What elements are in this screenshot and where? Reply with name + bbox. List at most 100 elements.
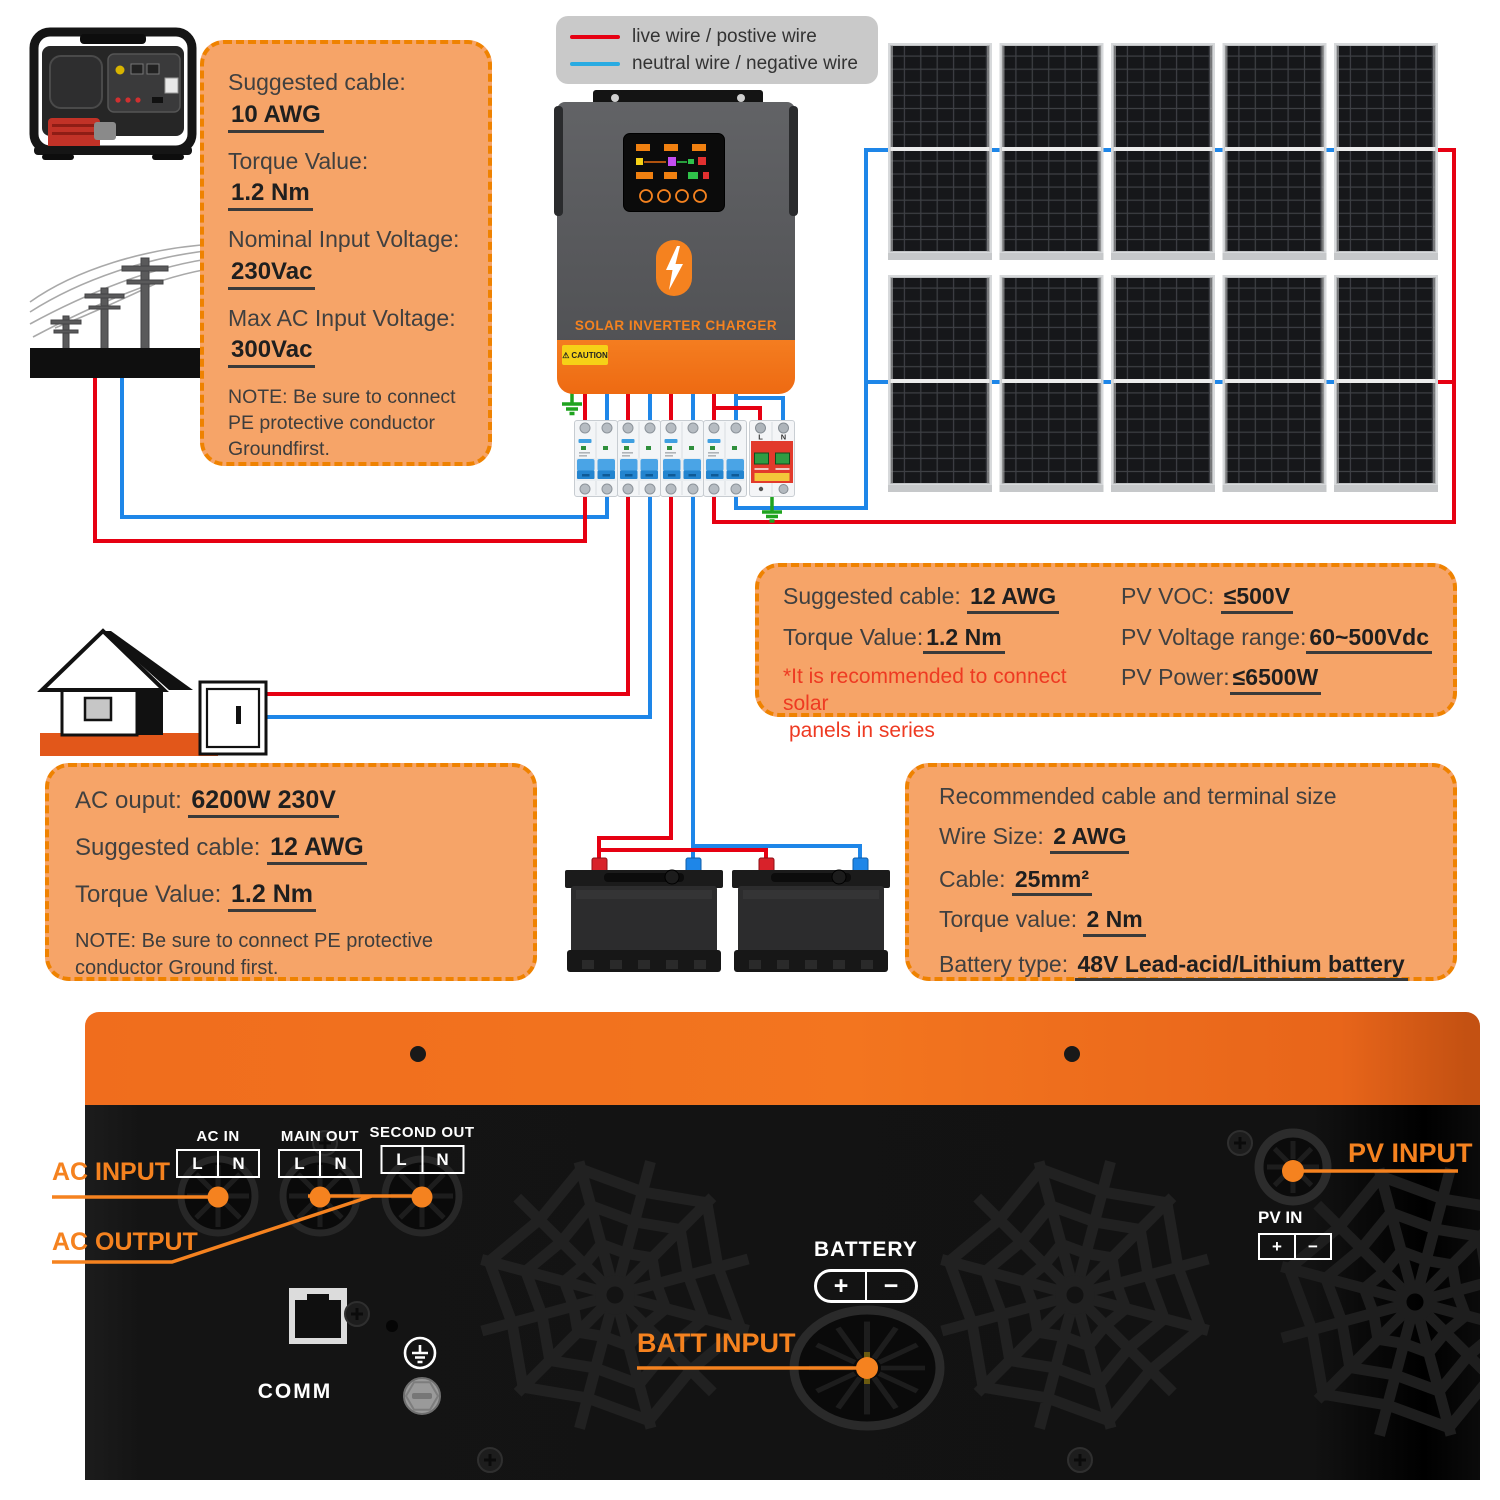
- screw: [343, 1300, 371, 1328]
- ac-input-callout: AC INPUT: [52, 1158, 171, 1186]
- spec-value: 230Vac: [228, 258, 316, 290]
- rj45-port: [289, 1288, 347, 1344]
- pv-in-label: PV IN: [1258, 1208, 1303, 1227]
- pv-polarity: +−: [1258, 1233, 1332, 1260]
- inverter-title: SOLAR INVERTER CHARGER: [574, 318, 778, 333]
- spec-title: Recommended cable and terminal size: [939, 783, 1337, 809]
- spec-label: AC ouput:: [75, 787, 182, 814]
- battery-bank: [565, 857, 890, 972]
- screw: [410, 1046, 426, 1062]
- utility-poles: [29, 243, 216, 378]
- spd-n-mark: N: [781, 433, 786, 442]
- screw: [476, 1446, 504, 1474]
- ac-output-callout: AC OUTPUT: [52, 1228, 198, 1256]
- mounting-bracket: [593, 90, 763, 105]
- battery-terminal-block: BATTERY +−: [814, 1238, 918, 1303]
- solar-inverter-front: SOLAR INVERTER CHARGER ⚠ CAUTION: [554, 88, 798, 394]
- spec-label: Suggested cable:: [228, 69, 406, 95]
- spec-value: ≤500V: [1220, 583, 1294, 614]
- inverter-screen: [623, 133, 725, 212]
- neutral-negative-wires: [120, 148, 1339, 860]
- spec-value: 2 Nm: [1083, 906, 1146, 937]
- spd-l-mark: L: [758, 433, 763, 442]
- spec-value: ≤6500W: [1229, 664, 1322, 695]
- house: [37, 628, 218, 756]
- screw: [1066, 1446, 1094, 1474]
- batt-input-callout: BATT INPUT: [637, 1328, 796, 1358]
- pv-spec-box: Suggested cable: 12 AWG Torque Value:1.2…: [755, 563, 1457, 742]
- spec-label: Wire Size:: [939, 823, 1044, 849]
- ac-output-spec-box: AC ouput: 6200W 230V Suggested cable: 12…: [45, 763, 537, 981]
- fan-grille-right: [940, 1160, 1210, 1430]
- spec-value: 12 AWG: [967, 583, 1060, 614]
- generator: [29, 27, 197, 160]
- ground-screw: [403, 1377, 441, 1415]
- wall-socket: [198, 680, 268, 756]
- right-fin: [789, 106, 798, 216]
- inverter-orange-band: ⚠ CAUTION: [557, 340, 795, 394]
- screw: [1064, 1046, 1080, 1062]
- spec-label: Torque Value:: [783, 623, 924, 650]
- battery-grommet: [789, 1305, 945, 1431]
- spec-value: 6200W 230V: [188, 785, 339, 818]
- spec-label: Nominal Input Voltage:: [228, 226, 460, 253]
- breaker-pv: [703, 420, 747, 497]
- pv-series-warning: *It is recommended to connect solar pane…: [783, 665, 1067, 742]
- pv-terminal-block: PV IN +−: [1258, 1208, 1332, 1260]
- battery-polarity: +−: [814, 1269, 918, 1303]
- lightning-icon: [666, 246, 683, 290]
- screw: [1226, 1129, 1254, 1157]
- spec-value: 25mm²: [1011, 866, 1093, 897]
- spec-label: PV Voltage range:: [1121, 623, 1307, 650]
- left-fin: [554, 106, 563, 216]
- lightning-badge: [656, 240, 692, 296]
- pv-input-callout: PV INPUT: [1348, 1138, 1473, 1168]
- spec-label: PV VOC:: [1121, 583, 1215, 609]
- spec-label: Suggested cable:: [75, 834, 261, 861]
- battery-label: BATTERY: [814, 1238, 918, 1261]
- spec-value: 2 AWG: [1050, 823, 1130, 854]
- battery-spec-box: Recommended cable and terminal size Wire…: [905, 763, 1457, 982]
- breaker-battery: [660, 420, 704, 497]
- spec-label: Torque Value:: [75, 881, 222, 908]
- spec-label: Cable:: [939, 865, 1006, 892]
- ac-input-spec-box: Suggested cable: 10 AWG Torque Value: 1.…: [200, 40, 492, 466]
- fan-grille-left: [480, 1160, 750, 1430]
- caution-sticker: ⚠ CAUTION: [562, 345, 608, 365]
- spec-label: PV Power:: [1121, 664, 1230, 691]
- spec-value: 48V Lead-acid/Lithium battery: [1074, 951, 1408, 982]
- spec-note: NOTE: Be sure to connect PE protective c…: [75, 930, 433, 979]
- spec-value: 1.2 Nm: [228, 179, 313, 212]
- ground-symbol: [403, 1336, 437, 1370]
- wire-legend: live wire / postive wire neutral wire / …: [556, 16, 878, 84]
- fan-grille-edge: [1280, 1167, 1480, 1437]
- spec-note: NOTE: Be sure to connect PE protective c…: [228, 386, 456, 461]
- neutral-wire-sample: [570, 61, 620, 66]
- breaker-main-out: [617, 420, 661, 497]
- solar-array: [888, 43, 1438, 492]
- spec-value: 60~500Vdc: [1306, 624, 1432, 655]
- spec-value: 12 AWG: [267, 832, 367, 865]
- ground-wires: [562, 390, 782, 523]
- rear-orange-strip: [85, 1012, 1480, 1105]
- surge-protector: L N: [749, 420, 795, 497]
- spec-label: Torque value:: [939, 906, 1078, 933]
- spec-value: 1.2 Nm: [923, 624, 1005, 655]
- spec-value: 300Vac: [228, 336, 316, 369]
- warning-triangle-icon: ⚠: [562, 350, 570, 360]
- pv-grommet: [1254, 1128, 1332, 1206]
- spec-label: Max AC Input Voltage:: [228, 304, 456, 331]
- live-wire-label: live wire / postive wire: [632, 25, 817, 47]
- neutral-wire-label: neutral wire / negative wire: [632, 52, 858, 74]
- spec-label: Torque Value:: [228, 147, 369, 174]
- battery-1: [565, 857, 723, 972]
- battery-2: [732, 857, 890, 972]
- spec-value: 10 AWG: [228, 101, 324, 133]
- breaker-ac-in: [574, 420, 618, 497]
- spec-value: 1.2 Nm: [228, 879, 316, 912]
